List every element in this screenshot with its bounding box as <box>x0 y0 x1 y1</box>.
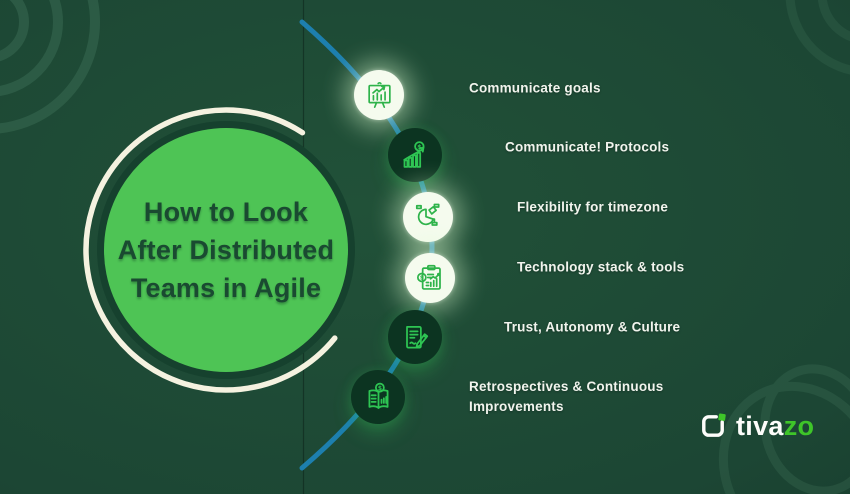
step-node-flexibility-timezone <box>403 192 453 242</box>
clipboard-analytics-icon: $ <box>417 264 441 290</box>
swirl-top-left-icon <box>0 0 100 134</box>
brand-logo: tivazo <box>698 410 814 442</box>
document-pencil-icon <box>406 326 429 349</box>
coin-growth-chart-icon: $ <box>402 140 425 168</box>
title-line-3: Teams in Agile <box>130 273 322 303</box>
brand-name-primary: tiva <box>736 411 784 441</box>
presentation-bar-chart-icon <box>367 81 391 108</box>
page-title: How to Look After Distributed Teams in A… <box>97 193 355 307</box>
step-label-flexibility-timezone: Flexibility for timezone <box>517 199 669 215</box>
tivazo-checkbox-mark-icon <box>702 413 726 437</box>
title-line-1: How to Look <box>143 197 309 227</box>
svg-text:$: $ <box>377 385 381 391</box>
step-label-trust-autonomy-culture: Trust, Autonomy & Culture <box>504 319 681 335</box>
step-node-technology-stack: $ <box>405 253 455 303</box>
step-label-retrospectives: Retrospectives & Continuous Improvements <box>469 379 664 414</box>
brand-wordmark: tivazo <box>736 410 814 442</box>
title-ring-arc <box>83 107 369 393</box>
step-label-technology-stack: Technology stack & tools <box>517 259 685 275</box>
step-node-communicate-protocols: $ <box>388 128 442 182</box>
svg-text:$: $ <box>417 143 421 150</box>
brand-name-accent: zo <box>783 411 815 441</box>
pie-chart-icon <box>415 203 440 226</box>
swirl-bottom-right-icon <box>718 364 850 494</box>
step-label-communicate-goals: Communicate goals <box>469 80 601 96</box>
step-node-communicate-goals <box>354 70 404 120</box>
swirl-top-right-icon <box>785 0 850 75</box>
step-label-communicate-protocols: Communicate! Protocols <box>505 139 670 155</box>
open-book-analytics-icon: $ <box>368 382 388 409</box>
step-node-retrospectives: $ <box>351 370 405 424</box>
step-node-trust-autonomy-culture <box>388 310 442 364</box>
title-circle <box>104 128 348 372</box>
svg-text:$: $ <box>420 276 424 282</box>
title-line-2: After Distributed <box>117 235 335 265</box>
